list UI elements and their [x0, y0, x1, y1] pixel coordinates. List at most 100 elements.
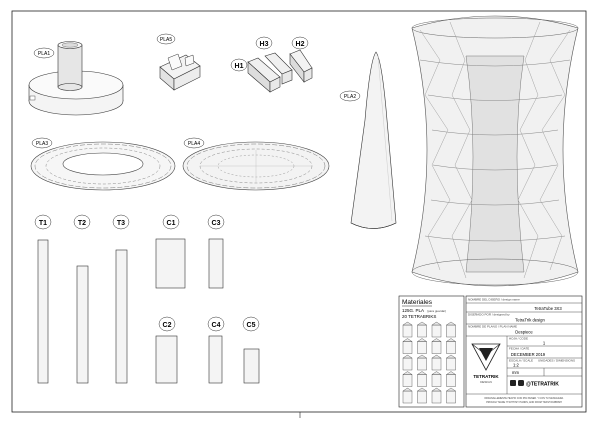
scale-label: ESCALA / SCALE	[509, 359, 533, 363]
tetrabrik-carton-top	[402, 338, 413, 342]
materials-pla: 125G. PLA	[402, 308, 424, 313]
tetrabrik-carton-icon	[417, 374, 427, 387]
part-label-h2: H2	[291, 36, 309, 50]
tetrabrik-carton-top	[416, 338, 428, 342]
svg-text:PLA3: PLA3	[36, 141, 48, 147]
title-block: NOMBRE DEL DISEÑO / design name TetraTub…	[465, 295, 583, 408]
carton-grid	[402, 321, 457, 404]
tetratrik-logo	[471, 343, 501, 371]
part-label-h1: H1	[230, 58, 248, 72]
tetrabrik-carton-top	[445, 354, 457, 359]
part-pla4-drawing	[182, 141, 330, 191]
tetrabrik-carton-icon	[431, 324, 442, 338]
instagram-icon	[518, 380, 524, 386]
tetrabrik-carton-top	[445, 387, 457, 392]
social-icons: @TETRATRIK	[510, 380, 559, 388]
tetrabrik-carton-icon	[417, 341, 427, 354]
part-label-pla1: PLA1	[33, 47, 55, 59]
tetrabrik-carton-icon	[402, 374, 413, 387]
social-handle: @TETRATRIK	[526, 382, 559, 388]
footer-line-1: ORIGINALLEMENTE HECHO CON POLTAINER. Y C…	[484, 397, 564, 400]
svg-text:C3: C3	[212, 220, 221, 227]
tetrabrik-carton-icon	[417, 324, 427, 338]
tetrabrik-carton-top	[416, 371, 428, 375]
tetrabrik-carton-icon	[431, 357, 442, 371]
svg-text:C1: C1	[167, 220, 176, 227]
tetrabrik-carton-top	[431, 354, 442, 359]
designed-by-label: DISEÑADO POR / designed by	[468, 312, 510, 317]
tetrabrik-carton-icon	[402, 390, 413, 404]
svg-text:C4: C4	[212, 322, 221, 329]
tetrabrik-carton-icon	[402, 341, 413, 354]
tetrabrik-carton-top	[445, 321, 457, 326]
svg-text:PLA1: PLA1	[38, 51, 50, 57]
design-name-label: NOMBRE DEL DISEÑO / design name	[468, 297, 520, 302]
part-label-c4: C4	[207, 316, 225, 332]
svg-text:H2: H2	[296, 41, 305, 48]
sheet-value: 1	[543, 341, 546, 346]
svg-text:T3: T3	[117, 220, 125, 227]
facebook-icon	[510, 380, 516, 386]
assembled-tetratube-drawing	[411, 15, 579, 287]
part-label-c2: C2	[158, 316, 176, 332]
brand-sub: DESIGN	[480, 380, 492, 384]
date-value: DECEMBER 2019	[511, 352, 546, 357]
svg-text:T1: T1	[39, 220, 47, 227]
part-label-c5: C5	[242, 316, 260, 332]
tetrabrik-carton-icon	[431, 374, 442, 387]
tetrabrik-carton-icon	[402, 357, 413, 371]
tetrabrik-carton-top	[431, 387, 442, 392]
part-c4-drawing	[208, 335, 223, 384]
plan-name-label: NOMBRE DE PLANO / PLAN NAME	[468, 325, 517, 329]
svg-text:H3: H3	[260, 41, 269, 48]
part-c1-drawing	[155, 238, 186, 289]
materials-box: Materiales 125G. PLA (para guardar) 20 T…	[398, 295, 465, 408]
materials-tetrabriks: 20 TETRABRIKS	[402, 314, 436, 319]
svg-text:PLA4: PLA4	[188, 141, 200, 147]
svg-text:C2: C2	[163, 322, 172, 329]
svg-text:PLA5: PLA5	[160, 37, 172, 43]
part-t2-drawing	[76, 265, 89, 384]
svg-text:PLA2: PLA2	[344, 94, 356, 100]
tetrabrik-carton-top	[402, 354, 413, 359]
part-label-t2: T2	[73, 214, 91, 230]
tetrabrik-carton-top	[416, 387, 428, 392]
tetrabrik-carton-icon	[446, 390, 456, 404]
part-t1-drawing	[37, 239, 49, 384]
materials-title: Materiales	[402, 299, 433, 306]
tetrabrik-carton-icon	[417, 357, 427, 371]
tetrabrik-carton-top	[445, 371, 457, 375]
part-c3-drawing	[208, 238, 224, 289]
part-c5-drawing	[243, 348, 260, 384]
scale-value: 1:2	[513, 363, 519, 368]
part-label-pla5: PLA5	[156, 33, 176, 45]
part-label-c3: C3	[207, 214, 225, 230]
part-label-t1: T1	[34, 214, 52, 230]
part-label-pla3: PLA3	[31, 137, 53, 149]
part-label-h3: H3	[255, 36, 273, 50]
tetrabrik-carton-icon	[446, 374, 456, 387]
tetrabrik-carton-icon	[446, 324, 456, 338]
part-c2-drawing	[155, 335, 178, 384]
part-pla1-drawing	[28, 41, 124, 116]
tetrabrik-carton-top	[416, 321, 428, 326]
design-name-value: TetraTube 3X3	[534, 306, 562, 311]
tetrabrik-carton-top	[402, 321, 413, 326]
footer-line-2: PROUDLY MADE IT WITH MY HANDS, AND FROM …	[486, 401, 562, 404]
tetrabrik-carton-top	[445, 338, 457, 342]
tetrabrik-carton-icon	[431, 390, 442, 404]
tetrabrik-carton-top	[402, 371, 413, 375]
part-label-pla2: PLA2	[339, 90, 361, 102]
brand-name: TETRATRIK	[473, 374, 499, 379]
tetrabrik-carton-top	[402, 387, 413, 392]
tetrabrik-carton-icon	[417, 390, 427, 404]
plan-name-value: Despiece	[515, 330, 533, 335]
units-value: mm	[512, 370, 519, 375]
svg-text:C5: C5	[247, 322, 256, 329]
tetrabrik-carton-top	[431, 321, 442, 326]
tetrabrik-carton-icon	[446, 357, 456, 371]
part-pla3-drawing	[30, 141, 176, 191]
part-label-t3: T3	[112, 214, 130, 230]
svg-text:T2: T2	[78, 220, 86, 227]
tetrabrik-carton-top	[431, 338, 442, 342]
